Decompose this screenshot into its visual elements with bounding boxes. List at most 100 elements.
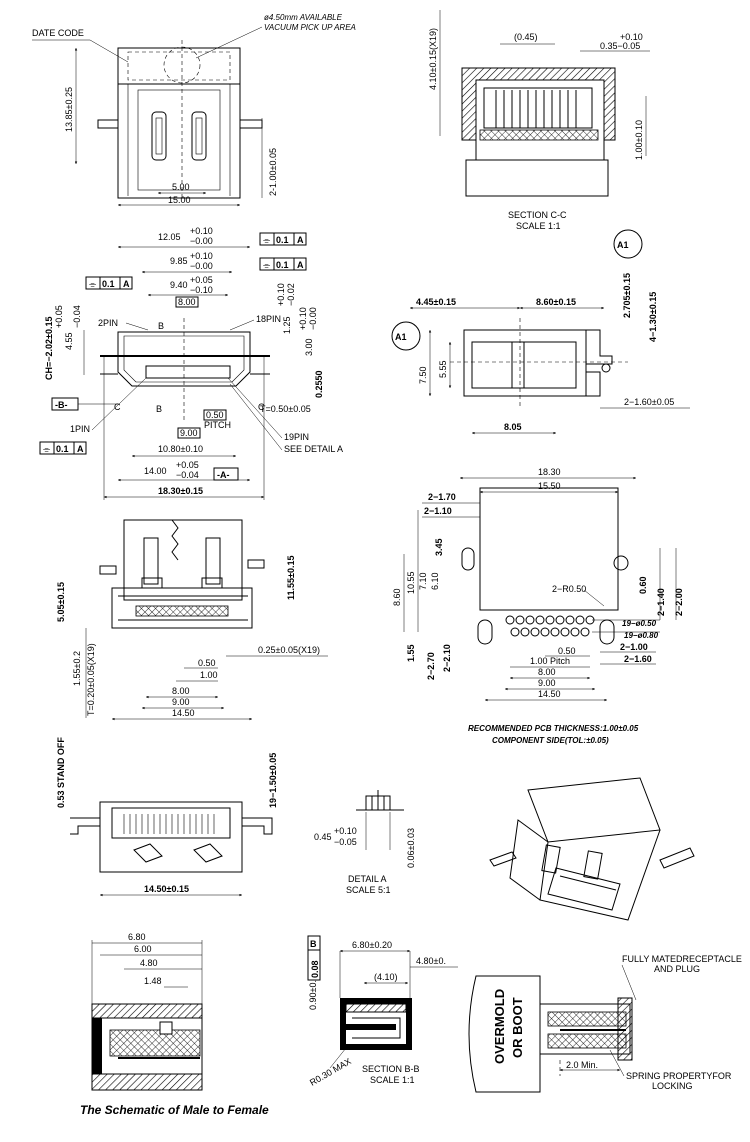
dim-4-55: 4.55 xyxy=(64,332,74,350)
bottom-view: 11.55±0.15 5.05±0.15 1.55±0.2 T=0.20±0.0… xyxy=(56,519,328,721)
flatness-value-1: 0.1 xyxy=(276,235,289,245)
dim-14-50-rear: 14.50±0.15 xyxy=(144,884,189,894)
vacuum-label-1: ø4.50mm AVAILABLE xyxy=(264,13,343,22)
dim-8-60: 8.60±0.15 xyxy=(536,297,576,307)
dim-0-50: 0.50 xyxy=(206,410,224,420)
pcb-1-55: 1.55 xyxy=(406,644,416,662)
spring-1: SPRING PROPERTYFOR xyxy=(626,1071,732,1081)
dim-1-00: 1.00±0.10 xyxy=(634,120,644,160)
flatness-datum-2: A xyxy=(297,260,304,270)
pcb-0-50: 0.50 xyxy=(558,646,576,656)
dim-14-00: 14.00 xyxy=(144,466,167,476)
dim-0-45-tol-top: +0.10 xyxy=(334,826,357,836)
detail-a-scale: SCALE 5:1 xyxy=(346,885,391,895)
vacuum-label-2: VACUUM PICK UP AREA xyxy=(264,23,356,32)
dim-0-45-detail: 0.45 xyxy=(314,832,332,842)
pcb-19-dia-0-50: 19−ø0.50 xyxy=(622,619,657,628)
dim-14-50-b: 14.50 xyxy=(172,708,195,718)
dim-4-80-m: 4.80 xyxy=(140,958,158,968)
dim-9-00: 9.00 xyxy=(180,428,198,438)
dim-6-80-b: 6.80±0.20 xyxy=(352,940,392,950)
pcb-9-00: 9.00 xyxy=(538,678,556,688)
dim-9-85: 9.85 xyxy=(170,256,188,266)
pcb-18-30: 18.30 xyxy=(538,467,561,477)
pcb-8-00: 8.00 xyxy=(538,667,556,677)
pcb-2-2-10: 2−2.10 xyxy=(442,644,452,672)
datum-b-small: B xyxy=(310,939,317,949)
dim-0-53-standoff: 0.53 STAND OFF xyxy=(56,737,66,808)
min-2-0: 2.0 Min. xyxy=(566,1060,598,1070)
pcb-2-r0-50: 2−R0.50 xyxy=(552,584,586,594)
dim-9-85-tol-top: +0.10 xyxy=(190,251,213,261)
pcb-1-00-pitch: 1.00 Pitch xyxy=(530,656,570,666)
pin-18-label: 18PIN xyxy=(256,314,281,324)
dim-8-00-b: 8.00 xyxy=(172,686,190,696)
dim-11-55: 11.55±0.15 xyxy=(286,556,296,600)
dim-12-05: 12.05 xyxy=(158,232,181,242)
flatness-datum-3: A xyxy=(123,279,130,289)
dim-5-05: 5.05±0.15 xyxy=(56,582,66,622)
section-b-mark-top: B xyxy=(158,321,164,331)
section-c-mark-right: C xyxy=(258,402,265,412)
dim-0-06: 0.06±0.03 xyxy=(406,828,416,868)
pcb-2-1-00: 2−1.00 xyxy=(620,642,648,652)
dim-4-45: 4.45±0.15 xyxy=(416,297,456,307)
pcb-pad-row xyxy=(505,615,595,637)
dim-4-10-b: (4.10) xyxy=(374,972,398,982)
pcb-2-1-60: 2−1.60 xyxy=(624,654,652,664)
dim-9-85-tol-bot: −0.00 xyxy=(190,261,213,271)
a1-mark-side: A1 xyxy=(395,332,407,342)
dim-2-1-60: 2−1.60±0.05 xyxy=(624,397,674,407)
pcb-15-50: 15.50 xyxy=(538,481,561,491)
flatness-value-2: 0.1 xyxy=(276,260,289,270)
dim-8-00: 8.00 xyxy=(178,297,196,307)
dim-4-1-30: 4−1.30±0.15 xyxy=(648,292,658,342)
dim-0-08: 0.08 xyxy=(310,960,320,978)
dim-8-05: 8.05 xyxy=(504,422,522,432)
pcb-layout: 18.30 15.50 2−1.70 2−1.10 3.45 10.55 7.1… xyxy=(392,467,684,745)
dim-2-1-00: 2-1.00±0.05 xyxy=(268,148,278,196)
overmold-label-1: OVERMOLD xyxy=(492,989,507,1064)
dim-ch: CH=−2.02±0.15 xyxy=(44,317,54,380)
pcb-2-1-10: 2−1.10 xyxy=(424,506,452,516)
dim-4-80-b: 4.80±0. xyxy=(416,956,446,966)
pcb-2-1-70: 2−1.70 xyxy=(428,492,456,502)
front-view: 12.05 +0.10 −0.00 ⌯ 0.1 A 9.85 +0.10 −0.… xyxy=(39,226,343,500)
dim-3-00-tol-bot: −0.00 xyxy=(308,307,318,330)
detail-a-title: DETAIL A xyxy=(348,874,387,884)
dim-1-55: 1.55±0.2 xyxy=(72,651,82,686)
dim-0-90: 0.90±0.05 xyxy=(308,970,318,1010)
flatness-value-4: 0.1 xyxy=(56,444,69,454)
dim-9-00-b: 9.00 xyxy=(172,697,190,707)
dim-0-45-tol-bot: −0.05 xyxy=(334,837,357,847)
dim-4-10: 4.10±0.15(X19) xyxy=(428,28,438,90)
dim-1-25: 1.25 xyxy=(282,316,292,334)
pcb-2-2-70: 2−2.70 xyxy=(426,652,436,680)
dim-9-40-tol-top: +0.05 xyxy=(190,275,213,285)
dim-5-55: 5.55 xyxy=(438,360,448,378)
dim-plus-0-10: +0.10 xyxy=(620,32,643,42)
pcb-10-55: 10.55 xyxy=(406,571,416,594)
mated-plug-view: OVERMOLD OR BOOT 2.0 Min. FULLY MATEDREC… xyxy=(468,954,742,1093)
dim-15-00: 15.00 xyxy=(168,195,191,205)
dim-6-00-m: 6.00 xyxy=(134,944,152,954)
dim-3-00-tol-top: +0.10 xyxy=(298,307,308,330)
pcb-2-2-00: 2−2.00 xyxy=(674,588,684,616)
dim-3-00: 3.00 xyxy=(304,338,314,356)
pcb-2-1-40: 2−1.40 xyxy=(656,588,666,616)
see-detail-a: SEE DETAIL A xyxy=(284,444,343,454)
side-view: A1 4.45±0.15 8.60±0.15 2.705±0.15 4−1.30… xyxy=(391,229,690,435)
dim-1-25-tol-bot: −0.02 xyxy=(286,283,296,306)
dim-9-40-tol-bot: −0.10 xyxy=(190,285,213,295)
section-bb-title: SECTION B-B xyxy=(362,1064,420,1074)
pcb-19-dia-0-80: 19−ø0.80 xyxy=(624,631,659,640)
section-c-c: 4.10±0.15(X19) (0.45) +0.10 0.35−0.05 1.… xyxy=(428,10,650,231)
dim-r0-30: R0.30 MAX xyxy=(308,1056,353,1088)
dim-10-80: 10.80±0.10 xyxy=(158,444,203,454)
dim-6-80-m: 6.80 xyxy=(128,932,146,942)
dim-2-705: 2.705±0.15 xyxy=(622,273,632,318)
fully-mated-1: FULLY MATEDRECEPTACLE xyxy=(622,954,742,964)
section-b-b: 0.90±0.05 B 0.08 6.80±0.20 4.80±0. (4.10… xyxy=(307,935,458,1088)
dim-0-45: (0.45) xyxy=(514,32,538,42)
pcb-3-45: 3.45 xyxy=(434,538,444,556)
